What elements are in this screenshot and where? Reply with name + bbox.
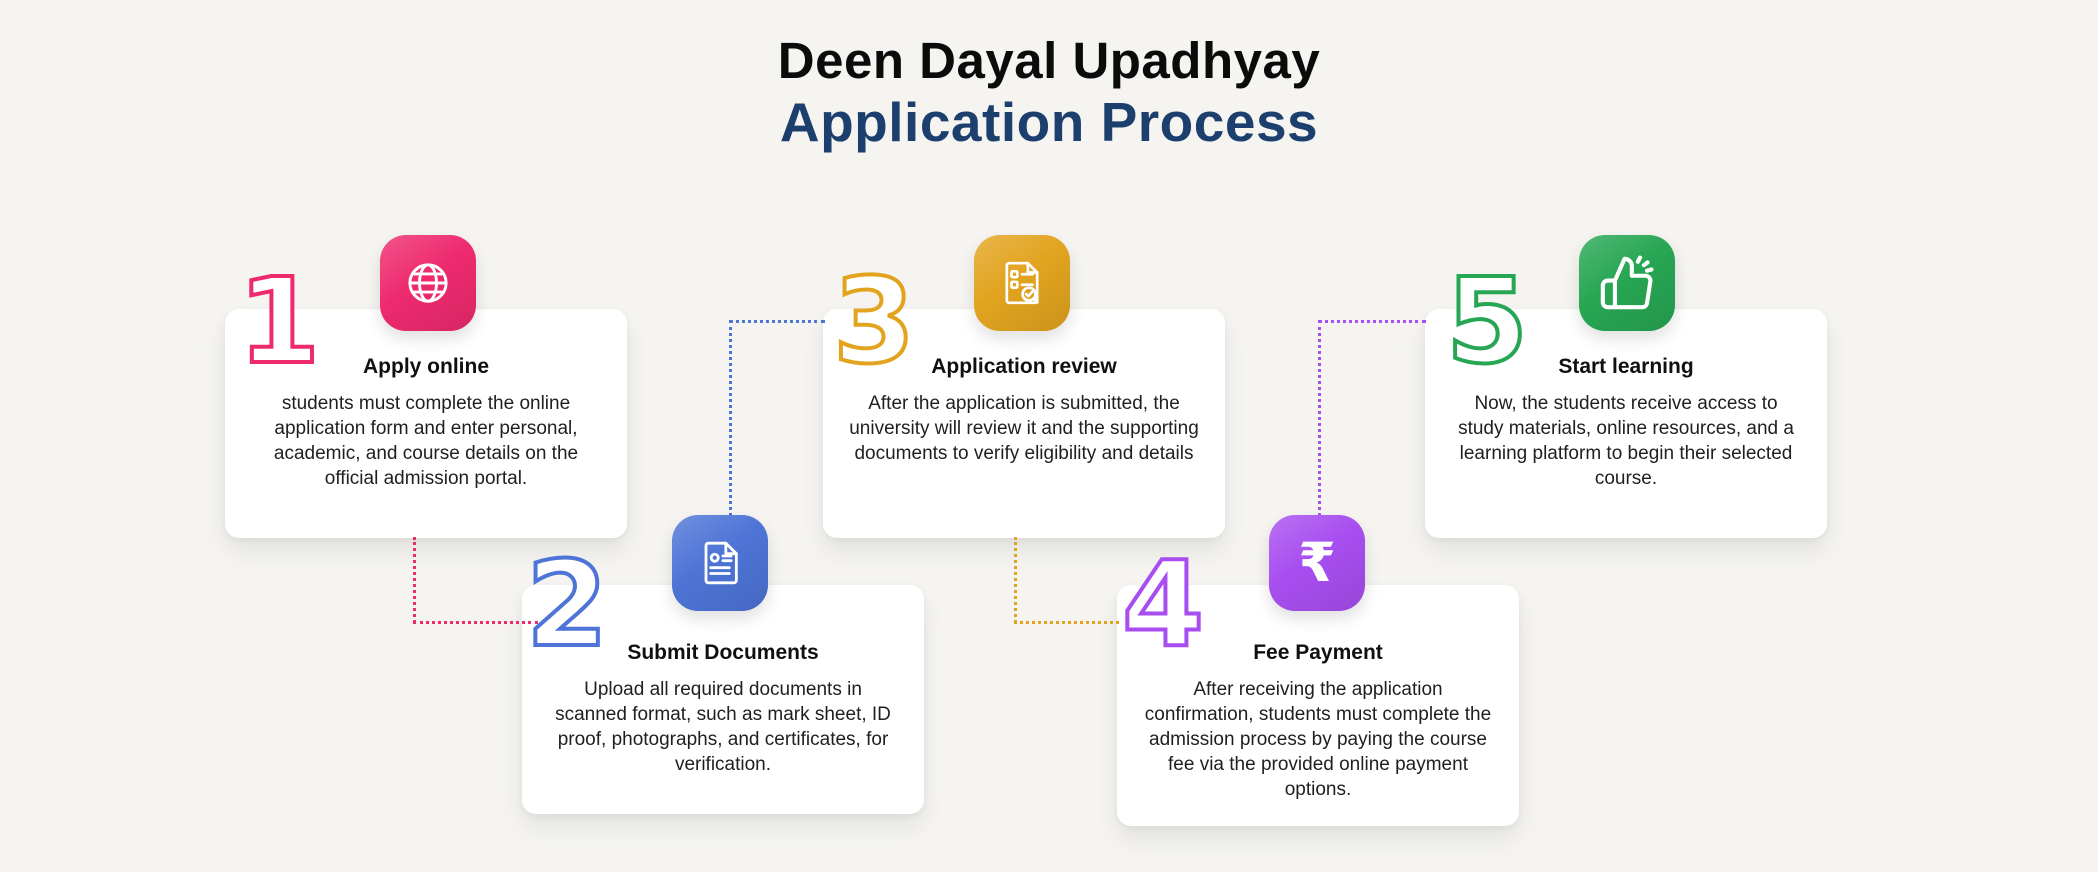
step-1-card: Apply online students must complete the …: [225, 309, 627, 538]
step-4-number: 4: [1120, 535, 1206, 673]
step-3-title: Application review: [931, 355, 1117, 378]
step-4-description: After receiving the application confirma…: [1144, 679, 1492, 801]
connector-step3-step4-horizontal: [1014, 621, 1119, 624]
step-5-card: Start learning Now, the students receive…: [1425, 309, 1827, 538]
connector-step4-step5-vertical: [1318, 320, 1321, 516]
step-5-description: Now, the students receive access to stud…: [1458, 393, 1794, 490]
step-4-card: Fee Payment After receiving the applicat…: [1117, 585, 1519, 827]
step-2-card: Submit Documents Upload all required doc…: [522, 585, 924, 814]
connector-step1-step2-horizontal: [413, 621, 538, 624]
page-title: Deen Dayal Upadhyay Application Process: [0, 30, 2098, 154]
thumbs-up-icon: [1579, 235, 1675, 331]
connector-step2-step3-vertical: [729, 320, 732, 516]
step-2-title: Submit Documents: [627, 641, 819, 664]
step-3-description: After the application is submitted, the …: [849, 393, 1199, 465]
step-2-description: Upload all required documents in scanned…: [555, 679, 891, 776]
step-3-number: 3: [831, 252, 917, 390]
step-1-description: students must complete the online applic…: [273, 393, 579, 490]
connector-step2-step3-horizontal: [729, 320, 825, 323]
review-checklist-icon: [974, 235, 1070, 331]
rupee-symbol: ₹: [1298, 531, 1336, 594]
id-document-icon: [672, 515, 768, 611]
globe-icon: [380, 235, 476, 331]
step-1-title: Apply online: [363, 355, 489, 378]
step-1-number: 1: [236, 252, 322, 390]
step-5-number: 5: [1444, 252, 1530, 390]
step-2-number: 2: [524, 535, 610, 673]
connector-step4-step5-horizontal: [1318, 320, 1426, 323]
connector-step3-step4-vertical: [1014, 537, 1017, 623]
step-4-title: Fee Payment: [1253, 641, 1383, 664]
rupee-icon: ₹: [1269, 515, 1365, 611]
step-3-card: Application review After the application…: [823, 309, 1225, 538]
title-line-1: Deen Dayal Upadhyay: [777, 32, 1321, 89]
step-5-title: Start learning: [1558, 355, 1694, 378]
connector-step1-step2-vertical: [413, 537, 416, 623]
title-line-2: Application Process: [779, 91, 1319, 154]
